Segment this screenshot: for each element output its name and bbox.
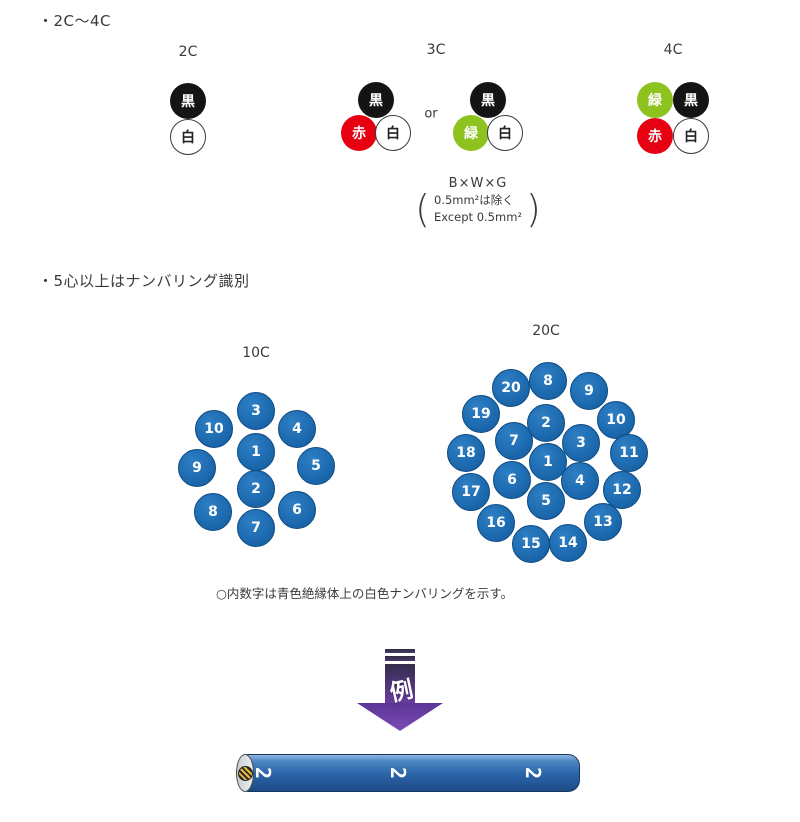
core-circle-black: 黒 [170, 83, 206, 119]
cable-mark: 2 [521, 766, 545, 780]
bwg-note-line1: 0.5mm²は除く [433, 193, 514, 208]
cable-mark: 2 [386, 766, 410, 780]
arrow-stripe [385, 656, 415, 661]
core-circle-white: 白 [375, 115, 411, 151]
numbered-core-2: 2 [237, 470, 275, 508]
core-circle-white: 白 [673, 118, 709, 154]
numbered-core-9: 9 [570, 372, 608, 410]
numbered-core-1: 1 [529, 443, 567, 481]
numbered-core-2: 2 [527, 404, 565, 442]
numbered-core-20: 20 [492, 369, 530, 407]
core-circle-black: 黒 [470, 82, 506, 118]
cable-core-icon [237, 765, 253, 781]
numbered-core-6: 6 [278, 491, 316, 529]
bwg-label: B×W×G [448, 176, 508, 191]
numbered-core-5: 5 [297, 447, 335, 485]
numbered-core-9: 9 [178, 449, 216, 487]
numbered-core-4: 4 [278, 410, 316, 448]
numbered-core-5: 5 [527, 482, 565, 520]
group-label-4c: 4C [663, 42, 683, 58]
arrow-head-icon [357, 703, 443, 731]
numbered-core-16: 16 [477, 504, 515, 542]
section-2c4c-heading: ・2C～4C [38, 12, 112, 30]
cable-mark: 2 [251, 766, 275, 780]
core-circle-white: 白 [170, 119, 206, 155]
numbered-core-12: 12 [603, 471, 641, 509]
numbered-core-10: 10 [195, 410, 233, 448]
numbered-core-15: 15 [512, 525, 550, 563]
numbered-core-3: 3 [237, 392, 275, 430]
core-circle-green: 緑 [637, 82, 673, 118]
core-circle-black: 黒 [673, 82, 709, 118]
arrow-stripe [385, 649, 415, 653]
numbered-core-14: 14 [549, 524, 587, 562]
numbered-core-7: 7 [237, 509, 275, 547]
cable-end-cap [236, 754, 254, 792]
numbered-core-13: 13 [584, 503, 622, 541]
group-label-2c: 2C [178, 44, 198, 60]
numbered-core-7: 7 [495, 422, 533, 460]
core-circle-white: 白 [487, 115, 523, 151]
numbered-core-4: 4 [561, 462, 599, 500]
core-circle-red: 赤 [637, 118, 673, 154]
cluster-label-20c: 20C [532, 323, 560, 339]
numbered-core-8: 8 [194, 493, 232, 531]
numbered-core-18: 18 [447, 434, 485, 472]
numbered-core-3: 3 [562, 424, 600, 462]
numbered-core-8: 8 [529, 362, 567, 400]
arrow-shaft [385, 664, 415, 704]
numbered-core-1: 1 [237, 433, 275, 471]
core-circle-black: 黒 [358, 82, 394, 118]
section-numbering-heading: ・5心以上はナンバリング識別 [38, 272, 250, 290]
group-label-3c: 3C [426, 42, 446, 58]
core-circle-red: 赤 [341, 115, 377, 151]
bwg-paren-left: ( [415, 187, 430, 231]
bwg-paren-right: ) [526, 187, 541, 231]
numbered-core-11: 11 [610, 434, 648, 472]
numbered-core-19: 19 [462, 395, 500, 433]
numbering-note: ○内数字は青色絶縁体上の白色ナンバリングを示す。 [216, 586, 514, 601]
bwg-note: ( 0.5mm²は除く Except 0.5mm² ) [415, 190, 541, 228]
core-circle-green: 緑 [453, 115, 489, 151]
numbered-core-6: 6 [493, 461, 531, 499]
numbered-core-17: 17 [452, 473, 490, 511]
or-label: or [424, 106, 438, 122]
bwg-note-line2: Except 0.5mm² [433, 210, 523, 224]
cluster-label-10c: 10C [242, 345, 270, 361]
